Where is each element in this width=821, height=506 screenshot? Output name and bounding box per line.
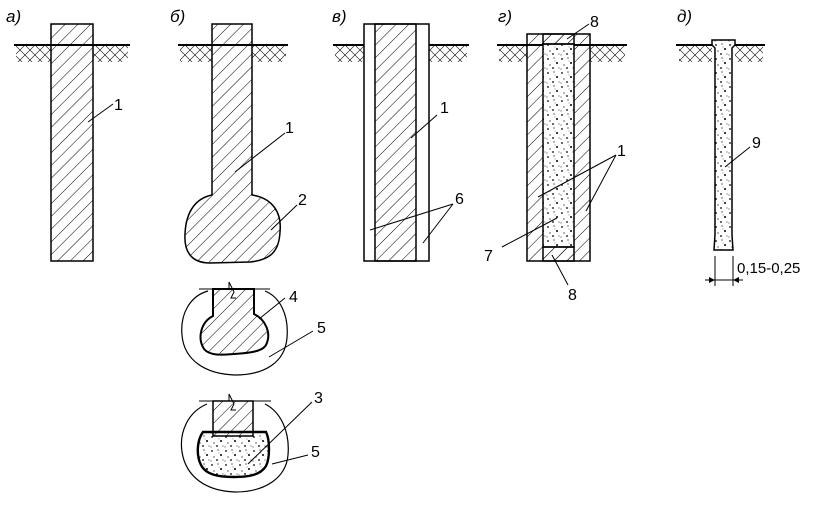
dimension-label: 0,15-0,25 [737,260,800,277]
leader-line [270,204,298,231]
leader-line [87,103,114,123]
callout-v-6: 6 [455,191,464,208]
bored-pile [711,39,736,251]
panel-v: в) 1 6 [332,7,469,262]
panel-a: а) 1 [6,7,130,262]
panel-b-letter: б) [170,7,185,26]
leader-line [268,330,314,358]
panel-d-letter: д) [677,7,692,26]
ground-surface [14,44,130,62]
leader-line [566,23,590,40]
leader-line [551,254,569,286]
panel-v-letter: в) [332,7,347,26]
callout-b-2: 2 [298,192,307,209]
panel-a-letter: а) [6,7,21,26]
leader-line [585,154,617,212]
leader-line [501,217,558,248]
pile-end [212,400,254,437]
leader-line [234,132,286,173]
callout-g-8-top: 8 [590,14,599,31]
leader-line [410,114,438,139]
callout-g-1: 1 [617,143,626,160]
detail-upper: 4 5 [181,281,326,376]
callout-b-4: 4 [289,289,298,306]
concrete-core [542,43,575,248]
pile-with-bulb [184,23,281,264]
callout-b-5-lower: 5 [311,444,320,461]
end-plug-bottom [542,246,575,262]
leader-line [537,154,617,198]
callout-g-8-bottom: 8 [568,287,577,304]
callout-v-1: 1 [440,100,449,117]
dimension-marker [705,256,743,286]
callout-b-5-upper: 5 [317,320,326,337]
panel-g: г) 8 1 7 8 [484,7,627,304]
callout-a-1: 1 [114,97,123,114]
compacted-zone-outline [181,290,288,376]
concrete-bulb [196,430,271,479]
callout-d-9: 9 [752,135,761,152]
leader-line [271,454,309,465]
detail-lower: 3 5 [180,390,323,493]
leader-line [422,203,454,244]
break-symbol [228,281,236,299]
pile-bulb-detail [199,288,270,356]
callout-b-3: 3 [314,390,323,407]
leader-line [247,401,313,465]
compacted-zone-outline [180,403,289,493]
leader-line [369,203,454,231]
panel-g-letter: г) [498,7,512,26]
leader-line [724,146,751,168]
break-symbol [228,393,236,411]
leader-line [258,297,286,320]
pile-shaft [374,23,417,262]
panel-b: б) 1 2 4 5 3 [170,7,326,493]
pile-shaft [50,23,94,262]
ground-surface [178,44,288,62]
end-plug-top [542,33,575,45]
panel-d: д) 9 0,15-0,25 [676,7,800,286]
callout-b-1: 1 [285,120,294,137]
callout-g-7: 7 [484,248,493,265]
